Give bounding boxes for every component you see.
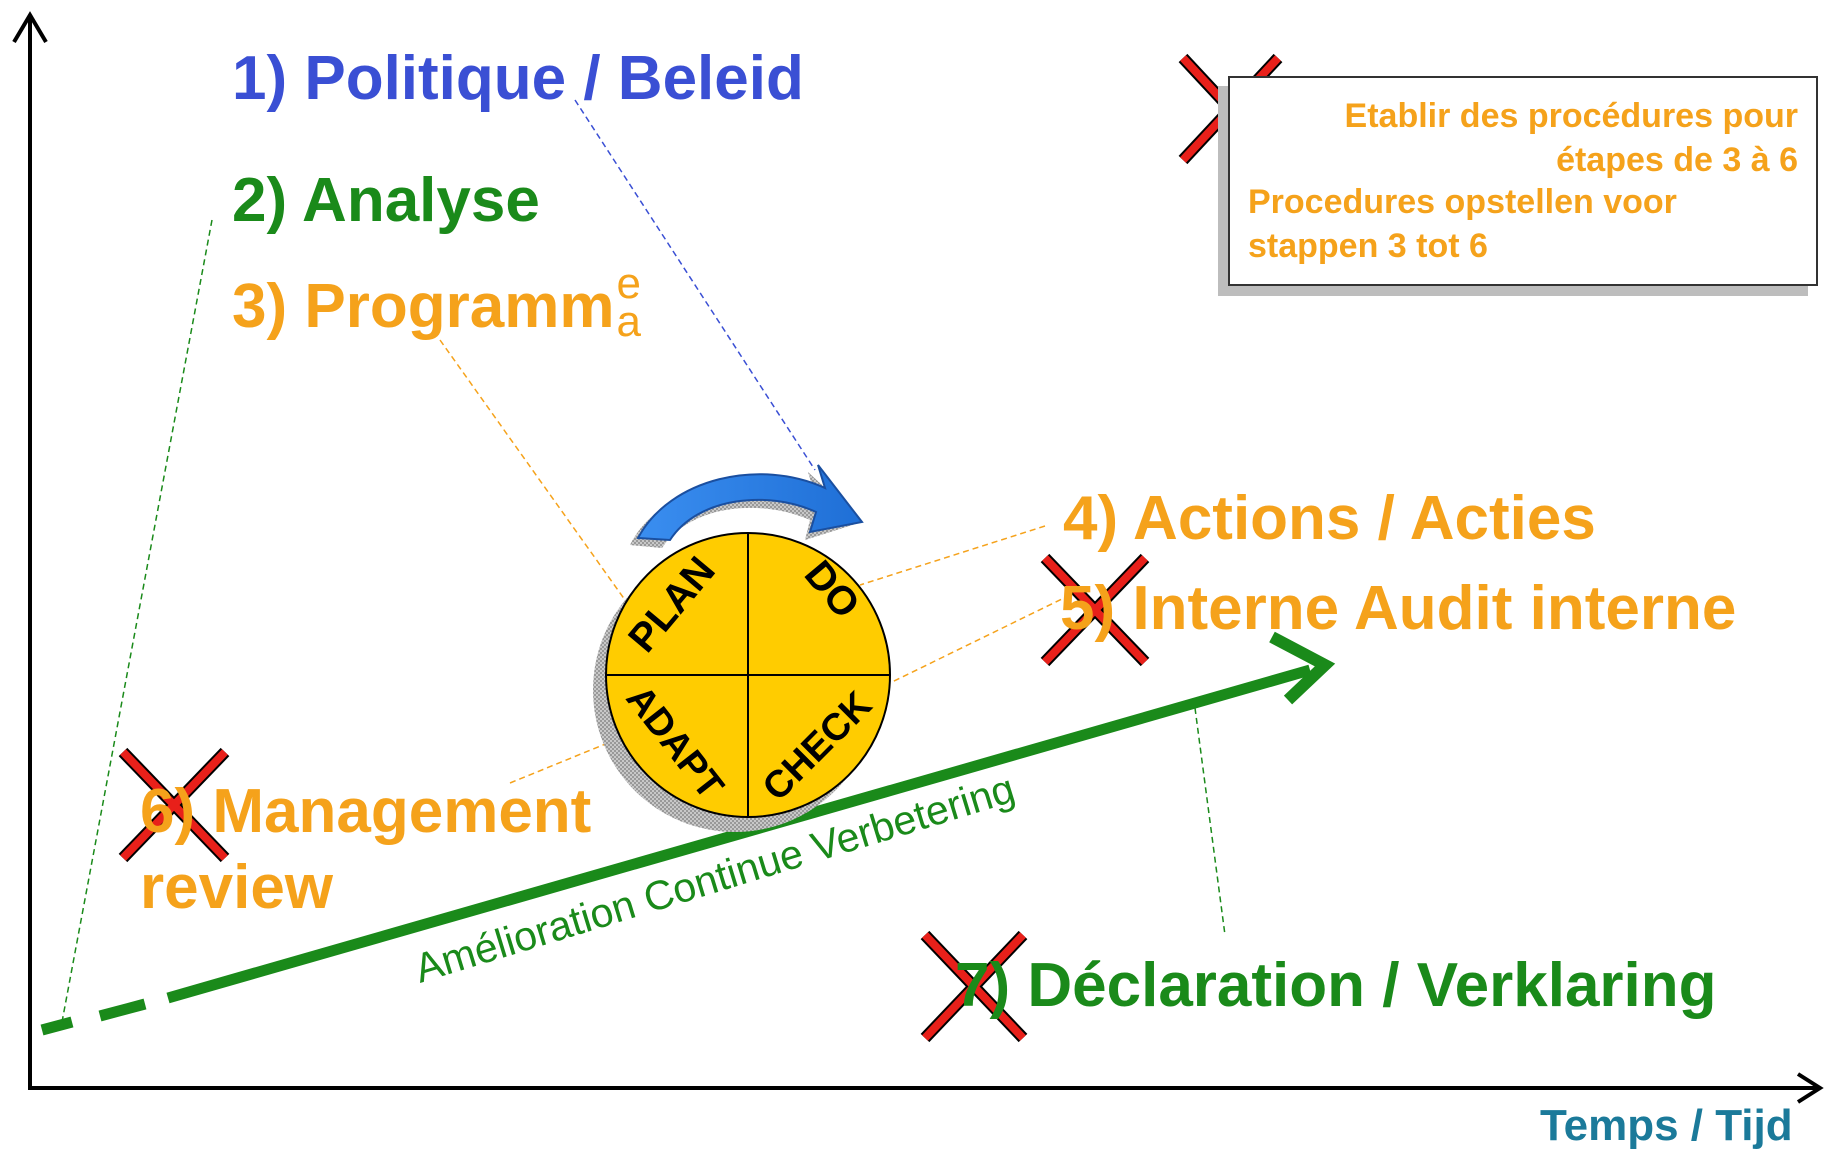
note-fr-line-1: Etablir des procédures pour (1344, 97, 1798, 135)
step-2-analyse: 2) Analyse (232, 166, 540, 235)
y-axis (12, 11, 48, 1090)
step-3-label: 3) Programm (232, 272, 615, 341)
step-6-line-1: 6) Management (140, 777, 592, 846)
step-1-politique: 1) Politique / Beleid (232, 44, 804, 113)
cross-icon (1040, 553, 1150, 667)
cross-icon (920, 930, 1028, 1043)
step-3-sub: a (616, 297, 641, 346)
leader-actions (859, 525, 1046, 586)
x-axis-label: Temps / Tijd (1540, 1101, 1793, 1150)
note-nl-line-2: stappen 3 tot 6 (1248, 227, 1488, 265)
cross-icon (118, 747, 230, 863)
step-6-management: 6) Management review (140, 774, 591, 926)
step-6-line-2: review (140, 853, 334, 922)
cycle-arrow (630, 464, 864, 548)
leader-analyse (61, 219, 213, 1023)
leader-audit (844, 594, 1071, 706)
leader-lines (61, 99, 1226, 1023)
step-5-audit: 5) Interne Audit interne (1060, 574, 1737, 643)
step-7-declaration: 7) Déclaration / Verklaring (955, 951, 1717, 1020)
leader-declaration (1194, 707, 1226, 936)
leader-programme (439, 339, 626, 601)
improvement-arrow (40, 631, 1336, 1036)
procedures-note: Etablir des procédures pour étapes de 3 … (1228, 76, 1818, 286)
leader-politique (574, 99, 816, 471)
note-fr: Etablir des procédures pour étapes de 3 … (1345, 94, 1798, 182)
step-4-actions: 4) Actions / Acties (1063, 484, 1596, 553)
note-nl-line-1: Procedures opstellen voor (1248, 183, 1677, 221)
step-3-sup: e (616, 259, 641, 308)
note-fr-line-2: étapes de 3 à 6 (1556, 141, 1798, 179)
pdca-wheel: PLAN DO CHECK ADAPT (593, 532, 891, 832)
x-axis (28, 1072, 1824, 1104)
note-nl: Procedures opstellen voor stappen 3 tot … (1248, 180, 1677, 268)
